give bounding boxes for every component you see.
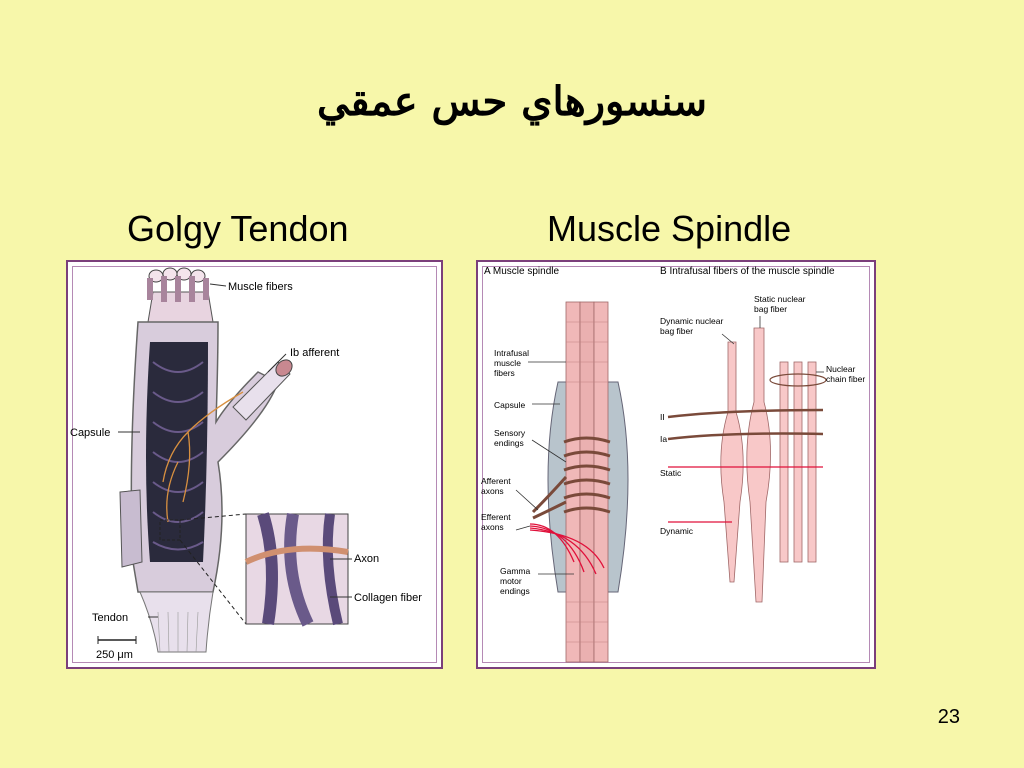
- label-sensory-2: endings: [494, 438, 524, 448]
- tendon-strands: [157, 611, 199, 653]
- capsule-flap: [119, 489, 143, 568]
- magnify-source: [159, 519, 181, 541]
- chain-fiber-1: [779, 361, 789, 563]
- spindle-diagram: A Muscle spindle B Intrafusal fibers of …: [481, 266, 865, 663]
- page-number: 23: [937, 706, 960, 728]
- label-II: II: [660, 412, 665, 422]
- intrafusal-fiber-set: [720, 327, 817, 603]
- label-panel-b: B Intrafusal fibers of the muscle spindl…: [660, 266, 835, 277]
- collagen-mesh: [146, 342, 208, 562]
- gamma-efferents: [529, 523, 605, 575]
- ib-afferent-nerve: [232, 361, 291, 421]
- label-static-bag-1: Static nuclear: [754, 294, 806, 304]
- label-collagen-fiber: Collagen fiber: [354, 592, 422, 604]
- spindle-frame: [482, 266, 870, 663]
- label-capsule: Capsule: [70, 427, 110, 439]
- label-muscle-fibers: Muscle fibers: [228, 281, 293, 293]
- chain-band: [769, 373, 827, 387]
- slide-title: سنسورهاي حس عمقي: [317, 78, 707, 125]
- label-chain-1: Nuclear: [826, 364, 855, 374]
- label-scale: 250 μm: [96, 649, 133, 661]
- label-axon: Axon: [354, 553, 379, 565]
- label-dynamic-bag-1: Dynamic nuclear: [660, 316, 723, 326]
- label-tendon: Tendon: [92, 612, 128, 624]
- label-ib-afferent: Ib afferent: [290, 347, 339, 359]
- label-dynamic-bag-2: bag fiber: [660, 326, 693, 336]
- label-dynamic: Dynamic: [660, 526, 694, 536]
- magnified-inset: [244, 512, 349, 627]
- label-gamma-2: motor: [500, 576, 522, 586]
- afferent-endings-b: [667, 408, 824, 441]
- label-gamma-3: endings: [500, 586, 530, 596]
- dynamic-bag-fiber: [720, 341, 744, 583]
- label-chain-2: chain fiber: [826, 374, 865, 384]
- label-Ia: Ia: [660, 434, 667, 444]
- label-efferent-1: Efferent: [481, 512, 511, 522]
- axon-branches: [162, 391, 244, 523]
- label-afferent-2: axons: [481, 486, 504, 496]
- label-efferent-2: axons: [481, 522, 504, 532]
- label-panel-a: A Muscle spindle: [484, 266, 559, 277]
- tendon: [139, 591, 214, 653]
- label-capsule-a: Capsule: [494, 400, 525, 410]
- label-static: Static: [660, 468, 682, 478]
- golgi-tendon-figure: Muscle fibers Ib afferent Capsule Axon C…: [66, 260, 443, 669]
- sensory-endings: [531, 436, 611, 520]
- scale-bar: [97, 636, 137, 644]
- spindle-heading: Muscle Spindle: [547, 208, 792, 249]
- golgi-diagram: Muscle fibers Ib afferent Capsule Axon C…: [70, 267, 422, 661]
- muscle-spindle-figure: A Muscle spindle B Intrafusal fibers of …: [476, 260, 876, 669]
- efferent-b: [668, 466, 823, 523]
- spindle-a-leaders: [515, 361, 574, 575]
- label-intrafusal-2: muscle: [494, 358, 521, 368]
- collagen-strands: [152, 361, 204, 551]
- label-gamma-1: Gamma: [500, 566, 531, 576]
- chain-fiber-2: [793, 361, 803, 563]
- static-bag-fiber: [746, 327, 771, 603]
- golgi-heading: Golgy Tendon: [127, 208, 349, 249]
- chain-fiber-3: [807, 361, 817, 563]
- spindle-b-leaders: [721, 316, 824, 373]
- golgi-leaders: [118, 283, 352, 618]
- label-intrafusal-1: Intrafusal: [494, 348, 529, 358]
- label-intrafusal-3: fibers: [494, 368, 515, 378]
- golgi-frame: [72, 266, 437, 663]
- label-static-bag-2: bag fiber: [754, 304, 787, 314]
- label-afferent-1: Afferent: [481, 476, 511, 486]
- label-sensory-1: Sensory: [494, 428, 526, 438]
